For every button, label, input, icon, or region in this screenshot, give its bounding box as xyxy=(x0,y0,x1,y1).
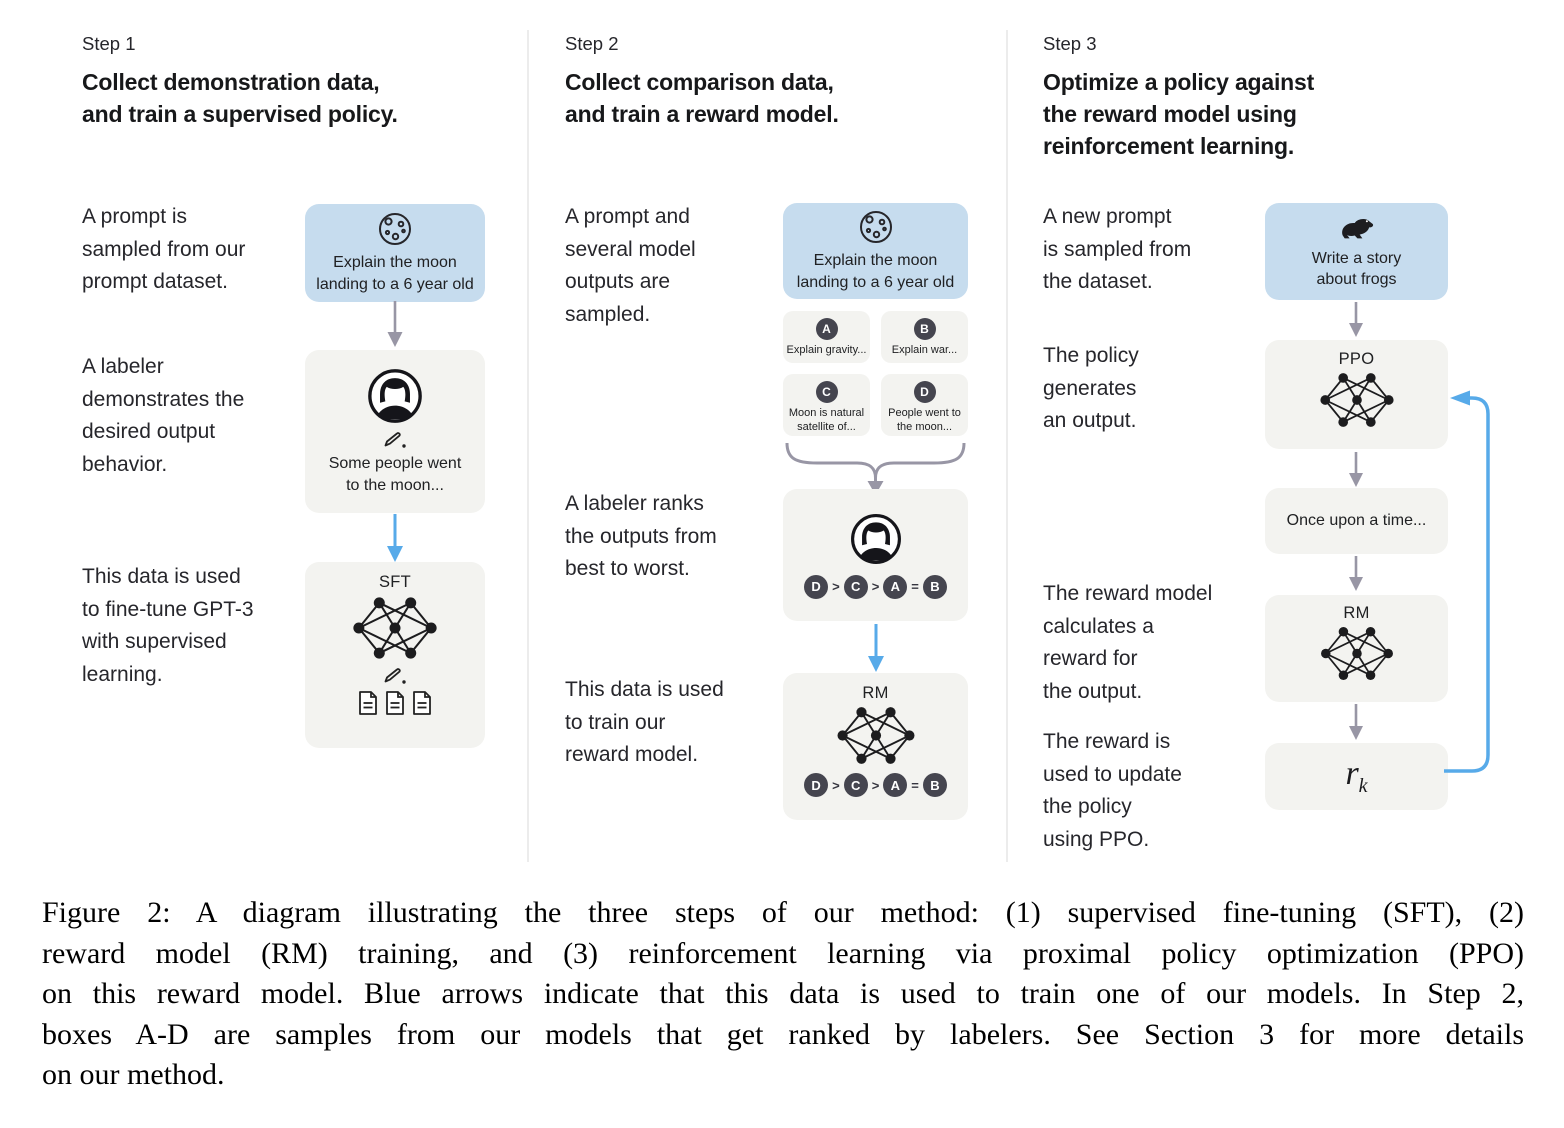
step3-output-box: Once upon a time... xyxy=(1265,488,1448,554)
sample-badge-b: B xyxy=(913,318,936,340)
step3-annotation-policy: The policy generates an output. xyxy=(1043,344,1139,432)
figure-caption: Figure 2: A diagram illustrating the thr… xyxy=(42,893,1524,1096)
step2-label: Step 2 xyxy=(565,33,619,54)
arrow-down-gray xyxy=(1349,452,1363,487)
method-diagram: Step 1 Collect demonstration data, and t… xyxy=(82,30,1490,862)
step1-annotation-finetune: This data is used to fine-tune GPT-3 wit… xyxy=(82,565,254,686)
sample-text-c: Moon is natural satellite of... xyxy=(788,407,865,433)
caption-line: Figure 2: A diagram illustrating the thr… xyxy=(42,896,1524,929)
step3-rm-box: RM xyxy=(1265,595,1448,702)
documents-icon xyxy=(357,690,433,716)
rank-op: > xyxy=(832,579,840,594)
rank-badge: A xyxy=(883,773,908,797)
rank-op: = xyxy=(911,579,919,594)
frog-icon xyxy=(1341,218,1373,238)
rank-badge: B xyxy=(922,574,947,599)
rank-op: > xyxy=(832,777,840,793)
sample-badge-a: A xyxy=(815,318,838,340)
reward-formula: rk xyxy=(1345,755,1368,797)
sample-box-a: A Explain gravity... xyxy=(783,311,870,363)
sample-badge-c: C xyxy=(815,381,838,403)
rm-ranking: D > C > A = B xyxy=(804,773,947,797)
sample-box-d: D People went to the moon... xyxy=(881,374,968,436)
moon-icon xyxy=(379,213,411,245)
arrow-down-blue xyxy=(387,514,403,562)
step2-annotation-prompt: A prompt and several model outputs are s… xyxy=(565,205,696,326)
step3-prompt-text: Write a story about frogs xyxy=(1311,249,1402,289)
sample-badge-d: D xyxy=(913,381,936,403)
rank-badge: D xyxy=(804,773,829,797)
caption-line: on our method. xyxy=(42,1058,225,1091)
rank-op: > xyxy=(871,579,880,594)
step1-annotation-labeler: A labeler demonstrates the desired outpu… xyxy=(82,355,245,476)
labeler-avatar-icon xyxy=(368,369,422,423)
step3-heading: Optimize a policy against the reward mod… xyxy=(1043,69,1315,159)
caption-line: reward model (RM) training, and (3) rein… xyxy=(42,936,1524,970)
step1-sft-box: SFT xyxy=(305,562,485,748)
column-divider-2 xyxy=(1006,30,1008,862)
step1-prompt-text: Explain the moon landing to a 6 year old xyxy=(316,254,474,293)
sample-text-d: People went to the moon... xyxy=(888,407,961,433)
feedback-loop-arrow xyxy=(1444,390,1490,773)
rm-label: RM xyxy=(862,684,889,702)
step2-annotation-ranks: A labeler ranks the outputs from best to… xyxy=(565,492,717,580)
step3-label: Step 3 xyxy=(1043,33,1097,54)
step1-heading: Collect demonstration data, and train a … xyxy=(82,69,398,127)
step1-label: Step 1 xyxy=(82,33,136,54)
step2-labeler-rank-box: D > C > A = B xyxy=(783,489,968,621)
step1-labeler-output: Some people went to the moon... xyxy=(328,455,462,494)
sft-label: SFT xyxy=(378,573,412,591)
sample-box-b: B Explain war... xyxy=(881,311,968,363)
rm-label: RM xyxy=(1343,604,1370,622)
pencil-icon xyxy=(384,432,406,448)
rank-badge: D xyxy=(804,574,829,599)
step1-labeler-box: Some people went to the moon... xyxy=(305,350,485,513)
step2-prompt-box: Explain the moon landing to a 6 year old xyxy=(783,203,968,299)
neural-net-icon xyxy=(353,597,437,659)
step2-heading: Collect comparison data, and train a rew… xyxy=(565,69,839,127)
rank-badge: C xyxy=(843,574,868,599)
moon-icon xyxy=(859,211,892,243)
rank-badge: A xyxy=(883,574,908,599)
sample-box-c: C Moon is natural satellite of... xyxy=(783,374,870,436)
step3-annotation-reward: The reward model calculates a reward for… xyxy=(1043,582,1213,703)
ppo-label: PPO xyxy=(1338,350,1375,368)
step3-output-text: Once upon a time... xyxy=(1286,512,1427,530)
neural-net-icon xyxy=(1319,373,1394,427)
sample-text-a: Explain gravity... xyxy=(786,344,867,356)
arrow-down-gray xyxy=(1349,704,1363,740)
caption-line: boxes A-D are samples from our models th… xyxy=(42,1017,1524,1051)
rank-badge: C xyxy=(843,773,868,797)
step2-prompt-text: Explain the moon landing to a 6 year old xyxy=(796,252,955,291)
column-divider-1 xyxy=(527,30,529,862)
pencil-icon xyxy=(384,668,406,684)
labeler-ranking: D > C > A = B xyxy=(804,574,947,599)
neural-net-icon xyxy=(837,707,914,764)
sample-text-b: Explain war... xyxy=(891,344,958,356)
step3-reward-box: rk xyxy=(1265,743,1448,810)
step2-rm-box: RM D > C > A = B xyxy=(783,673,968,820)
step3-ppo-box: PPO xyxy=(1265,340,1448,449)
arrow-down-gray xyxy=(387,301,403,347)
step3-annotation-update: The reward is used to update the policy … xyxy=(1043,730,1182,851)
brace-converge-arrow xyxy=(785,442,966,495)
arrow-down-gray xyxy=(1349,302,1363,337)
rank-badge: B xyxy=(922,773,947,797)
step2-annotation-train: This data is used to train our reward mo… xyxy=(565,678,724,766)
step1-annotation-prompt: A prompt is sampled from our prompt data… xyxy=(82,205,246,293)
step3-prompt-box: Write a story about frogs xyxy=(1265,203,1448,300)
caption-line: on this reward model. Blue arrows indica… xyxy=(42,977,1524,1010)
step3-annotation-prompt: A new prompt is sampled from the dataset… xyxy=(1043,205,1192,293)
neural-net-icon xyxy=(1320,627,1393,680)
step1-prompt-box: Explain the moon landing to a 6 year old xyxy=(305,204,485,302)
arrow-down-blue xyxy=(868,624,884,672)
rank-op: = xyxy=(911,777,919,793)
arrow-down-gray xyxy=(1349,556,1363,591)
rank-op: > xyxy=(871,777,880,793)
labeler-avatar-icon xyxy=(850,513,901,564)
